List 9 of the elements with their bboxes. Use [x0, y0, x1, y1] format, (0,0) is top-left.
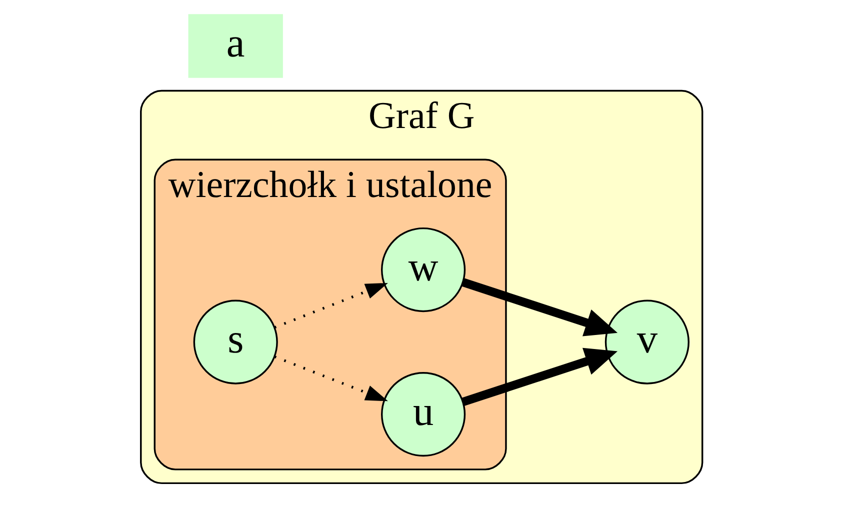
node-circle: s	[193, 300, 278, 384]
arrow	[274, 355, 388, 402]
node-circle: v	[604, 300, 690, 384]
arrow	[274, 282, 388, 329]
arrow	[462, 348, 618, 406]
node-box: a	[188, 14, 283, 78]
node-circle: u	[381, 372, 466, 457]
arrow	[462, 278, 618, 336]
node-circle: w	[381, 227, 466, 312]
